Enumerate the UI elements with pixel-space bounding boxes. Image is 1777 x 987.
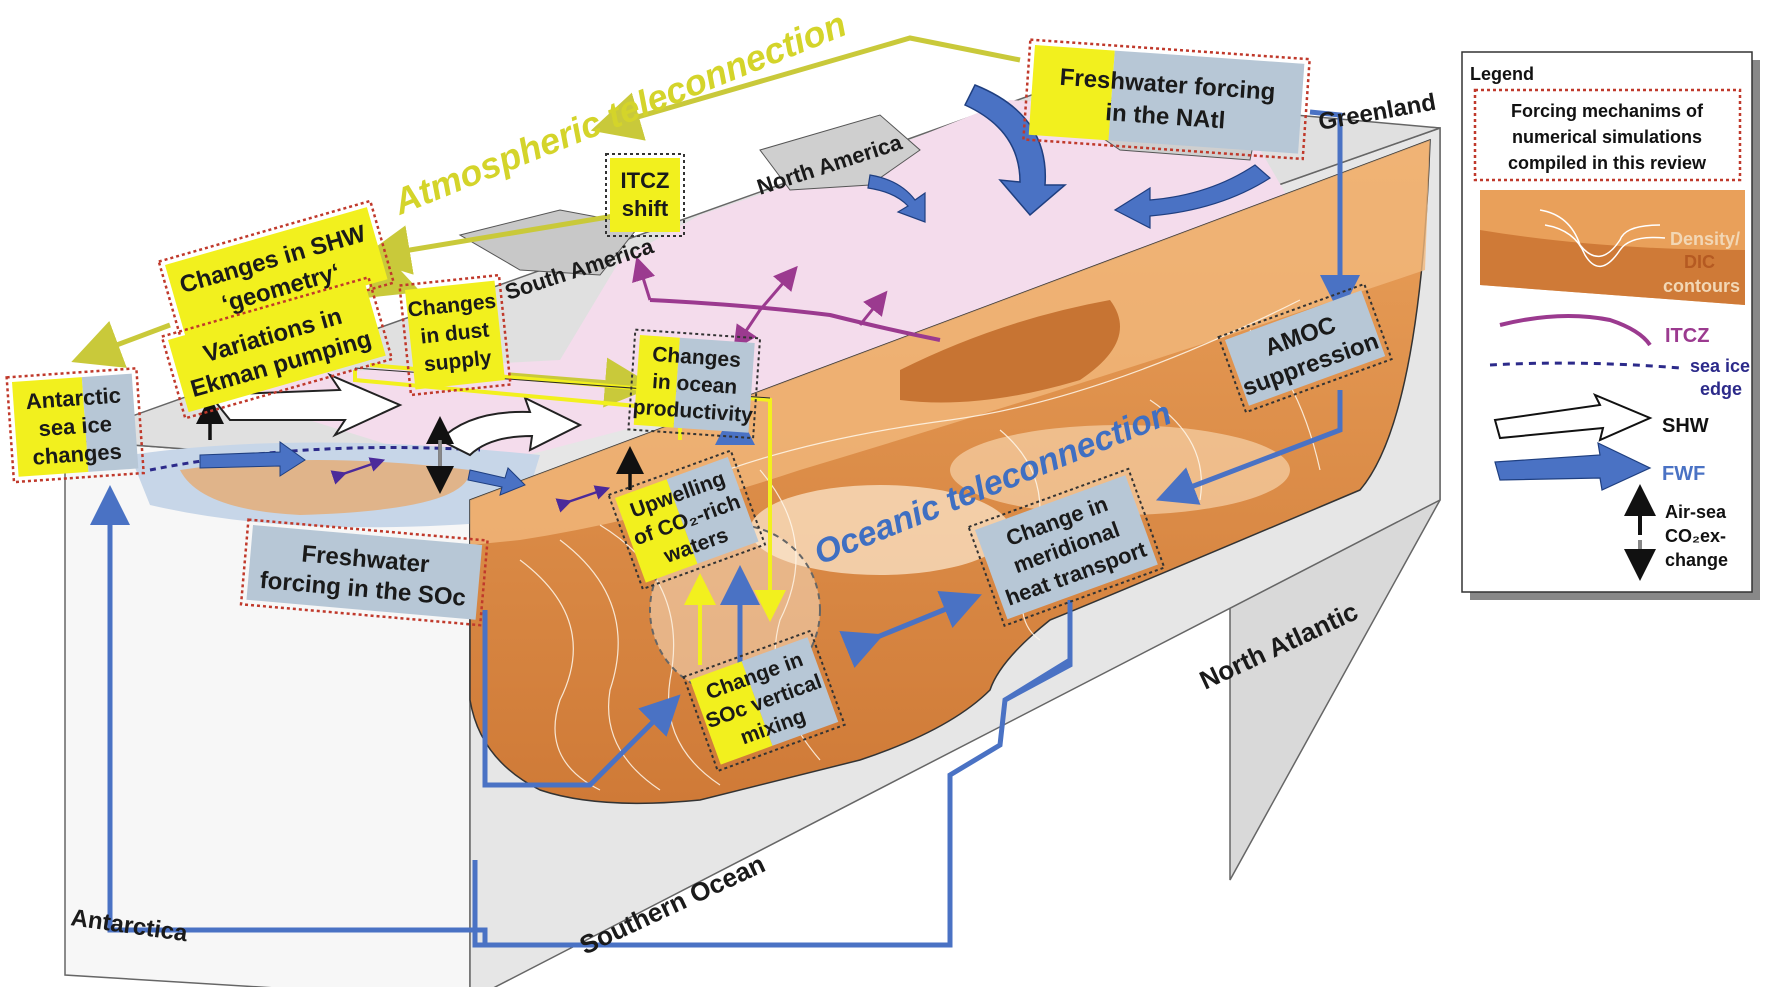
north-america-land	[759, 114, 921, 191]
legend-co2-label2: CO₂ex-	[1665, 526, 1726, 546]
mixing-zone-upper	[750, 485, 1010, 575]
legend: Legend Forcing mechanims of numerical si…	[1461, 51, 1760, 600]
itcz-arrow-1	[632, 256, 656, 301]
box-itcz-line1: ITCZ	[621, 168, 670, 193]
fwf-arrow-natl-1	[963, 84, 1068, 217]
itcz-arrow-3	[858, 290, 888, 326]
fwf-arrow-soc-2	[467, 467, 526, 496]
sea-ice-edge-line	[149, 446, 481, 472]
legend-forcing-line1: Forcing mechanims of	[1511, 101, 1704, 121]
box-itcz-line2: shift	[622, 196, 669, 221]
legend-shw-label: SHW	[1662, 415, 1709, 437]
shw-arrow-1	[207, 372, 403, 438]
box-productivity: Changes in ocean productivity	[627, 328, 762, 440]
legend-forcing-line3: compiled in this review	[1508, 153, 1707, 173]
fwf-arrow-natl-2	[867, 174, 926, 223]
box-antarctic-line2: sea ice	[38, 411, 113, 441]
legend-co2-label3: change	[1665, 550, 1728, 570]
legend-forcing-line2: numerical simulations	[1512, 127, 1702, 147]
shw-arrow-2	[438, 396, 583, 457]
fwf-arrow-soc-1	[199, 441, 306, 477]
box-heat-transport: Change in meridional heat transport	[967, 467, 1166, 627]
box-itcz-shift: ITCZ shift	[605, 153, 685, 237]
legend-contours-label: contours	[1663, 276, 1740, 296]
legend-fwf-label: FWF	[1662, 463, 1705, 485]
seaice-arrow-2	[555, 485, 611, 513]
legend-contour-2	[1544, 224, 1666, 267]
legend-seaice-line	[1489, 361, 1681, 370]
fwf-arrow-natl-3	[1113, 164, 1271, 229]
legend-itcz-line	[1499, 314, 1652, 347]
itcz-line	[649, 298, 941, 342]
dense-water-tongue	[900, 300, 1120, 403]
legend-forcing-box	[1473, 88, 1742, 182]
box-upwelling: Upwelling of CO₂-rich waters	[607, 449, 767, 591]
box-freshwater-natl: Freshwater forcing in the NAtl	[1022, 38, 1312, 161]
mixing-zone-right	[950, 425, 1290, 515]
legend-shw-arrow	[1493, 393, 1653, 442]
legend-seaice-label2: edge	[1700, 379, 1742, 399]
atmospheric-arrows	[71, 35, 1021, 408]
legend-title: Legend	[1470, 64, 1534, 84]
box-antarctic-ice: Antarctic sea ice changes	[5, 366, 146, 484]
legend-density-swatch-dark	[1480, 230, 1745, 305]
box-dust: Changes in dust supply	[398, 273, 512, 397]
itcz-arrow-2	[758, 265, 798, 311]
legend-itcz-label: ITCZ	[1665, 325, 1709, 347]
south-america-land	[458, 209, 641, 276]
box-antarctic-line3: changes	[32, 439, 123, 470]
antarctic-shelf	[180, 460, 470, 515]
legend-density-label: Density/	[1670, 229, 1740, 249]
legend-fwf-arrow	[1494, 441, 1652, 491]
legend-dic-label: DIC	[1684, 252, 1715, 272]
seaice-arrow-1	[330, 457, 386, 485]
legend-co2-label1: Air-sea	[1665, 502, 1727, 522]
legend-seaice-label1: sea ice	[1690, 356, 1750, 376]
oceanic-arrows	[90, 109, 1360, 948]
box-ekman: Variations in Ekman pumping	[160, 275, 394, 420]
legend-contour-1	[1539, 209, 1661, 257]
upper-ocean-layer	[470, 140, 1430, 545]
itcz-arrow-4	[733, 309, 762, 350]
